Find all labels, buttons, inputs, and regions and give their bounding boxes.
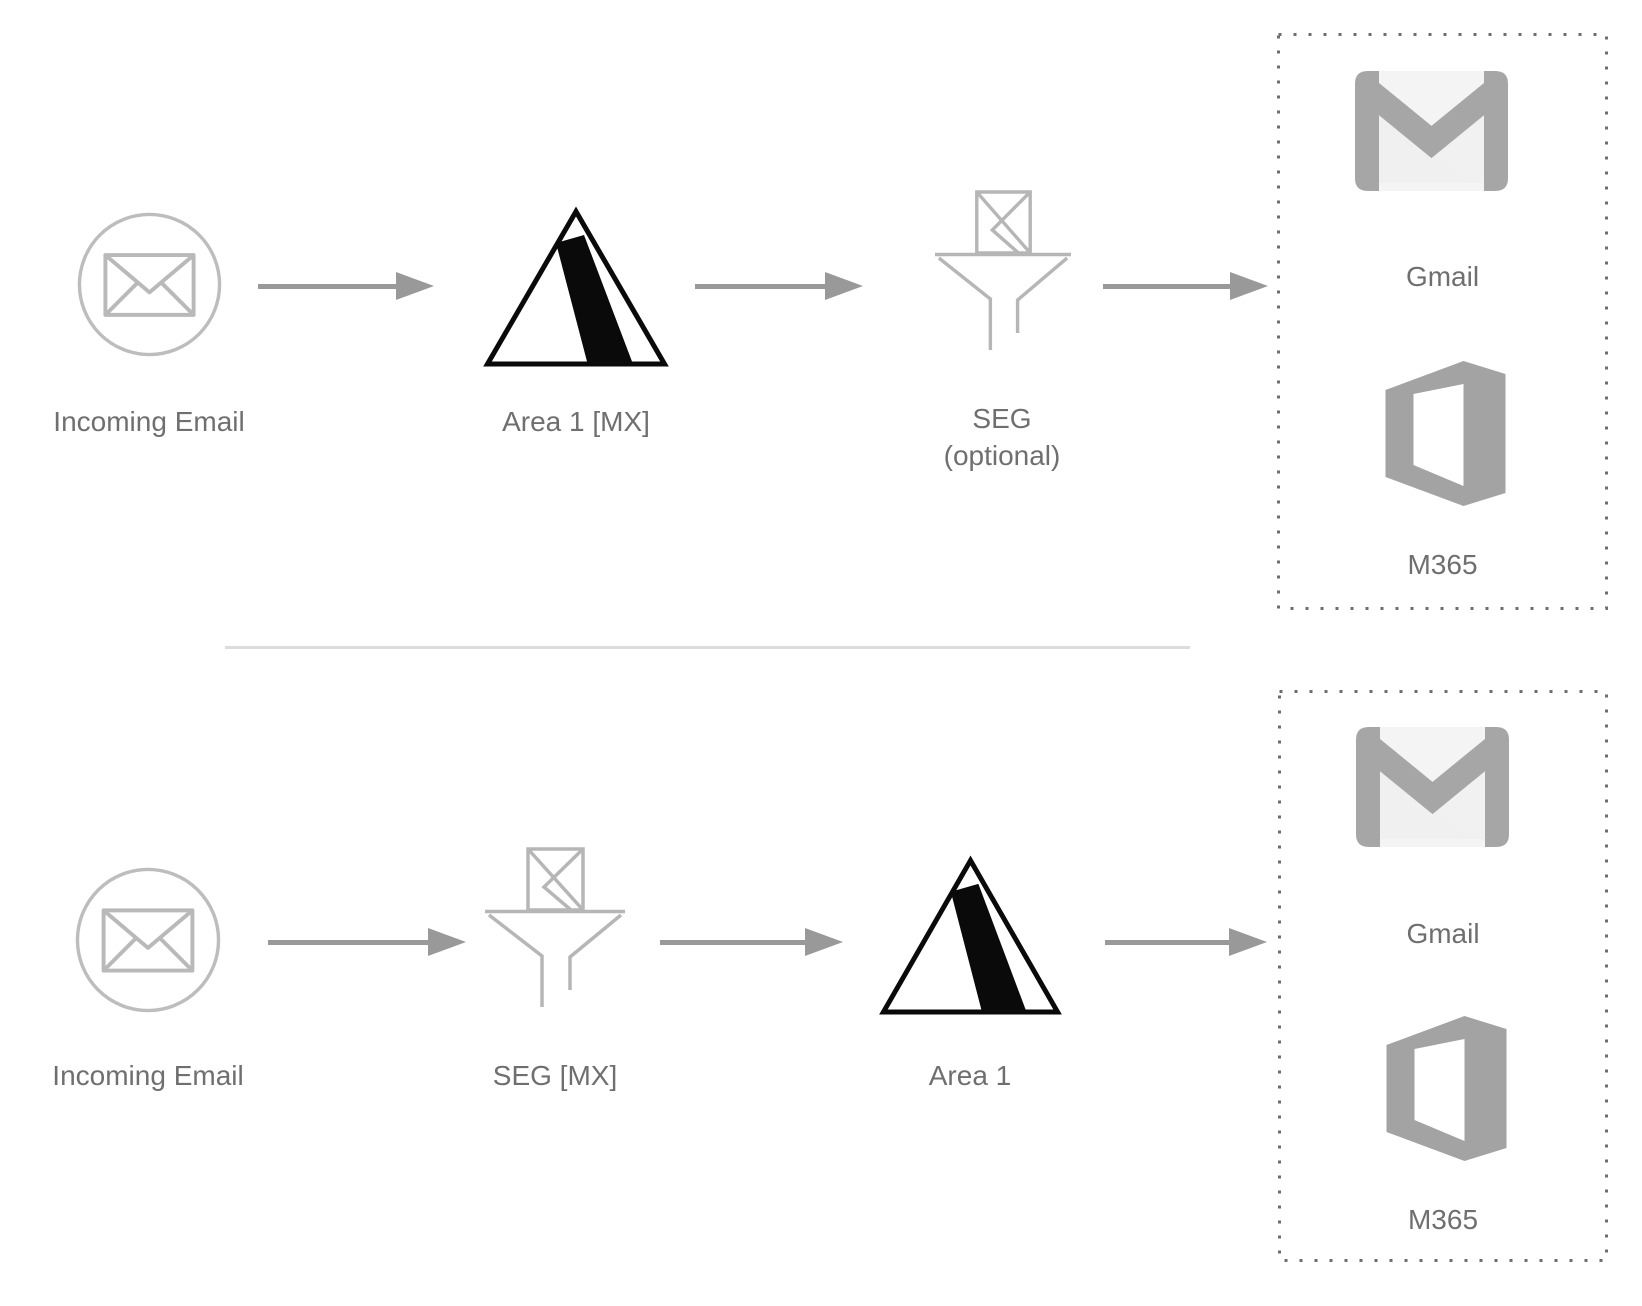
flow-arrow xyxy=(660,928,843,956)
gmail-label: Gmail xyxy=(1405,261,1480,292)
m365-label: M365 xyxy=(1407,1204,1479,1235)
destination-box: Gmail M365 xyxy=(1278,690,1608,1262)
seg-funnel-icon xyxy=(485,847,625,1007)
area1-logo-icon xyxy=(879,855,1062,1015)
area1-label: Area 1 xyxy=(928,1060,1012,1091)
area1-mx-label: Area 1 [MX] xyxy=(502,406,650,437)
area1-logo-icon xyxy=(483,206,669,367)
m365-icon xyxy=(1385,361,1506,506)
arrow-head-icon xyxy=(1230,272,1268,300)
arrow-shaft xyxy=(1103,283,1230,289)
gmail-icon xyxy=(1355,71,1508,191)
flow-arrow xyxy=(695,272,863,300)
seg-mx-label: SEG [MX] xyxy=(492,1060,618,1091)
seg-optional-label: (optional) xyxy=(943,440,1061,471)
arrow-shaft xyxy=(695,283,825,289)
flow-arrow xyxy=(258,272,434,300)
seg-label: SEG xyxy=(972,403,1032,434)
incoming-email-label: Incoming Email xyxy=(52,1060,244,1091)
incoming-email-icon xyxy=(77,212,222,357)
flow-arrow xyxy=(268,928,466,956)
flow-arrow xyxy=(1105,928,1267,956)
row-divider xyxy=(225,646,1190,649)
flow-arrow xyxy=(1103,272,1268,300)
arrow-shaft xyxy=(268,939,428,945)
incoming-email-label: Incoming Email xyxy=(53,406,245,437)
arrow-shaft xyxy=(258,283,396,289)
gmail-label: Gmail xyxy=(1406,918,1480,949)
m365-label: M365 xyxy=(1407,549,1478,580)
m365-icon xyxy=(1386,1016,1507,1161)
arrow-head-icon xyxy=(428,928,466,956)
dotted-border xyxy=(1277,33,1608,610)
arrow-head-icon xyxy=(825,272,863,300)
gmail-icon xyxy=(1356,727,1509,847)
arrow-head-icon xyxy=(1229,928,1267,956)
seg-funnel-icon xyxy=(935,190,1071,350)
arrow-head-icon xyxy=(805,928,843,956)
arrow-head-icon xyxy=(396,272,434,300)
destination-box: Gmail M365 xyxy=(1277,33,1608,610)
arrow-shaft xyxy=(1105,939,1229,945)
incoming-email-icon xyxy=(75,867,221,1013)
arrow-shaft xyxy=(660,939,805,945)
